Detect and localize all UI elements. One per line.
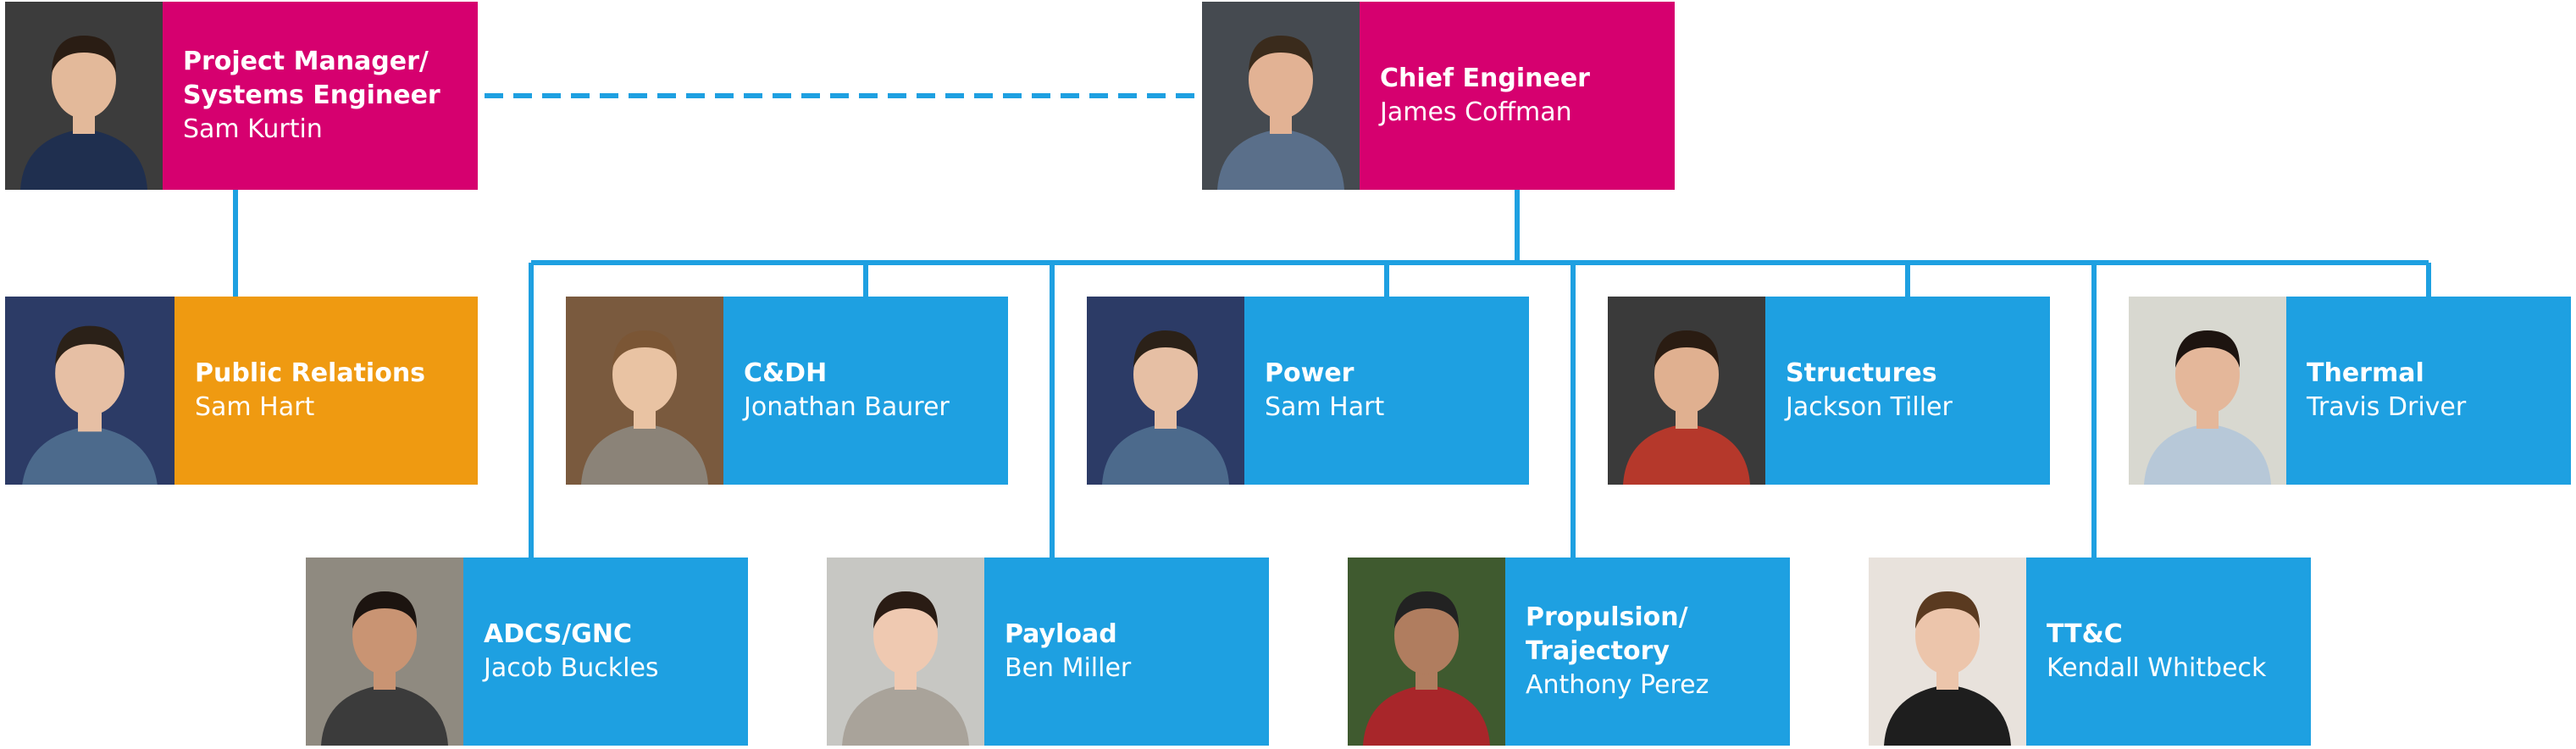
- card-project-manager[interactable]: Project Manager/ Systems Engineer Sam Ku…: [5, 2, 478, 190]
- member-name: Sam Hart: [195, 392, 315, 422]
- role-title: ADCS/GNC: [484, 619, 633, 649]
- portrait-silhouette: [5, 297, 175, 485]
- role-title: C&DH: [744, 358, 828, 388]
- member-name: Sam Hart: [1265, 392, 1385, 422]
- role-title: Structures: [1786, 358, 1937, 388]
- photo-jacob-buckles: [306, 558, 463, 746]
- portrait-silhouette: [1202, 2, 1360, 190]
- photo-anthony-perez: [1348, 558, 1505, 746]
- portrait-silhouette: [827, 558, 984, 746]
- card-adcs-gnc[interactable]: ADCS/GNC Jacob Buckles: [306, 558, 748, 746]
- card-public-relations[interactable]: Public Relations Sam Hart: [5, 297, 478, 485]
- photo-sam-hart: [5, 297, 175, 485]
- card-thermal[interactable]: Thermal Travis Driver: [2129, 297, 2571, 485]
- member-name: Sam Kurtin: [183, 114, 323, 144]
- label-box: C&DH Jonathan Baurer: [723, 297, 1008, 485]
- photo-ben-miller: [827, 558, 984, 746]
- member-name: Anthony Perez: [1526, 670, 1709, 700]
- member-name: Jackson Tiller: [1786, 392, 1953, 422]
- label-box: Chief Engineer James Coffman: [1360, 2, 1675, 190]
- photo-kendall-whitbeck: [1869, 558, 2026, 746]
- member-name: Kendall Whitbeck: [2047, 653, 2267, 683]
- photo-jonathan-baurer: [566, 297, 723, 485]
- member-name: Jonathan Baurer: [744, 392, 950, 422]
- role-title: Thermal: [2307, 358, 2424, 388]
- portrait-silhouette: [5, 2, 163, 190]
- label-box: TT&C Kendall Whitbeck: [2026, 558, 2311, 746]
- label-box: Propulsion/ Trajectory Anthony Perez: [1505, 558, 1790, 746]
- card-propulsion-trajectory[interactable]: Propulsion/ Trajectory Anthony Perez: [1348, 558, 1790, 746]
- role-title: Public Relations: [195, 358, 426, 388]
- member-name: Travis Driver: [2307, 392, 2467, 422]
- role-title: Payload: [1005, 619, 1117, 649]
- label-box: Public Relations Sam Hart: [175, 297, 478, 485]
- photo-jackson-tiller: [1608, 297, 1765, 485]
- portrait-silhouette: [1087, 297, 1244, 485]
- card-structures[interactable]: Structures Jackson Tiller: [1608, 297, 2050, 485]
- card-cdh[interactable]: C&DH Jonathan Baurer: [566, 297, 1008, 485]
- member-name: Ben Miller: [1005, 653, 1132, 683]
- photo-sam-hart: [1087, 297, 1244, 485]
- photo-sam-kurtin: [5, 2, 163, 190]
- card-power[interactable]: Power Sam Hart: [1087, 297, 1529, 485]
- portrait-silhouette: [566, 297, 723, 485]
- member-name: Jacob Buckles: [484, 653, 659, 683]
- label-box: Project Manager/ Systems Engineer Sam Ku…: [163, 2, 478, 190]
- role-title: Propulsion/ Trajectory: [1526, 602, 1688, 666]
- role-title: Chief Engineer: [1380, 64, 1590, 93]
- photo-travis-driver: [2129, 297, 2286, 485]
- portrait-silhouette: [1869, 558, 2026, 746]
- role-title: TT&C: [2047, 619, 2123, 649]
- label-box: ADCS/GNC Jacob Buckles: [463, 558, 748, 746]
- card-ttc[interactable]: TT&C Kendall Whitbeck: [1869, 558, 2311, 746]
- label-box: Power Sam Hart: [1244, 297, 1529, 485]
- member-name: James Coffman: [1380, 97, 1572, 127]
- role-title: Power: [1265, 358, 1354, 388]
- portrait-silhouette: [1608, 297, 1765, 485]
- portrait-silhouette: [2129, 297, 2286, 485]
- label-box: Structures Jackson Tiller: [1765, 297, 2050, 485]
- card-chief-engineer[interactable]: Chief Engineer James Coffman: [1202, 2, 1675, 190]
- portrait-silhouette: [1348, 558, 1505, 746]
- card-payload[interactable]: Payload Ben Miller: [827, 558, 1269, 746]
- photo-james-coffman: [1202, 2, 1360, 190]
- label-box: Payload Ben Miller: [984, 558, 1269, 746]
- portrait-silhouette: [306, 558, 463, 746]
- role-title: Project Manager/ Systems Engineer: [183, 47, 440, 110]
- label-box: Thermal Travis Driver: [2286, 297, 2571, 485]
